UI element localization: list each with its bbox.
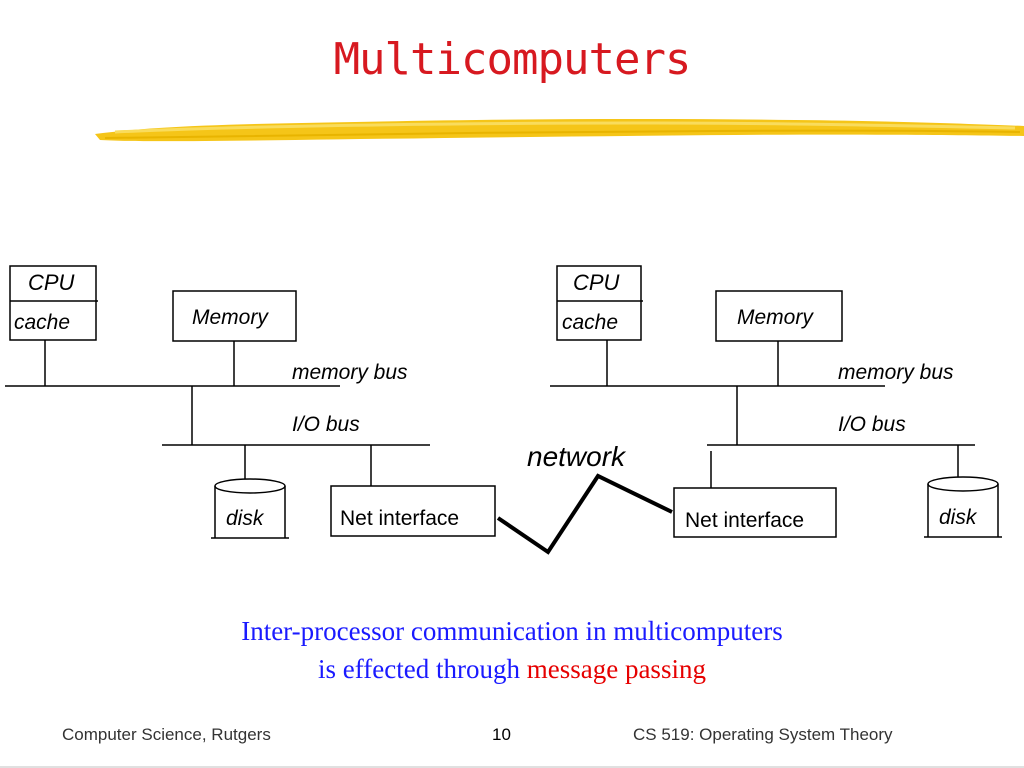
left-cpu-box xyxy=(9,265,97,341)
footer-right: CS 519: Operating System Theory xyxy=(633,725,893,744)
left-cache-label: cache xyxy=(14,311,71,334)
right-memory-box xyxy=(715,290,843,342)
footer-divider xyxy=(0,766,1024,768)
right-cpu-box xyxy=(556,265,642,341)
right-disk-cylinder xyxy=(924,476,1002,538)
left-net-interface-box xyxy=(330,485,496,537)
network-label: network xyxy=(527,441,626,472)
caption-line-2: is effected through message passing xyxy=(0,652,1024,687)
title-highlight-stroke xyxy=(95,118,1024,142)
left-cpu-label: CPU xyxy=(28,270,75,295)
left-io-bus-label: I/O bus xyxy=(292,413,360,436)
network-link xyxy=(496,473,673,555)
left-memory-label: Memory xyxy=(192,306,268,329)
left-disk-cylinder xyxy=(211,478,289,539)
left-net-interface-label: Net interface xyxy=(340,507,460,530)
right-memory-bus-label: memory bus xyxy=(838,361,954,384)
right-cpu-label: CPU xyxy=(573,270,620,295)
caption-line-1: Inter-processor communication in multico… xyxy=(0,614,1024,649)
left-disk-label: disk xyxy=(226,507,264,530)
caption-line-2-highlight: message passing xyxy=(526,654,706,684)
footer-page-number: 10 xyxy=(492,725,511,744)
right-memory-label: Memory xyxy=(737,306,813,329)
right-net-interface-box xyxy=(673,487,837,538)
left-memory-bus-label: memory bus xyxy=(292,361,408,384)
footer-left: Computer Science, Rutgers xyxy=(62,725,271,744)
caption-line-2-prefix: is effected through xyxy=(318,654,527,684)
slide-title: Multicomputers xyxy=(333,34,692,85)
right-net-interface-label: Net interface xyxy=(685,509,805,532)
right-io-bus-label: I/O bus xyxy=(838,413,906,436)
right-cache-label: cache xyxy=(562,311,619,334)
multicomputer-diagram xyxy=(5,265,1002,555)
right-disk-label: disk xyxy=(939,506,977,529)
caption-line-1-text: Inter-processor communication in multico… xyxy=(241,616,783,646)
